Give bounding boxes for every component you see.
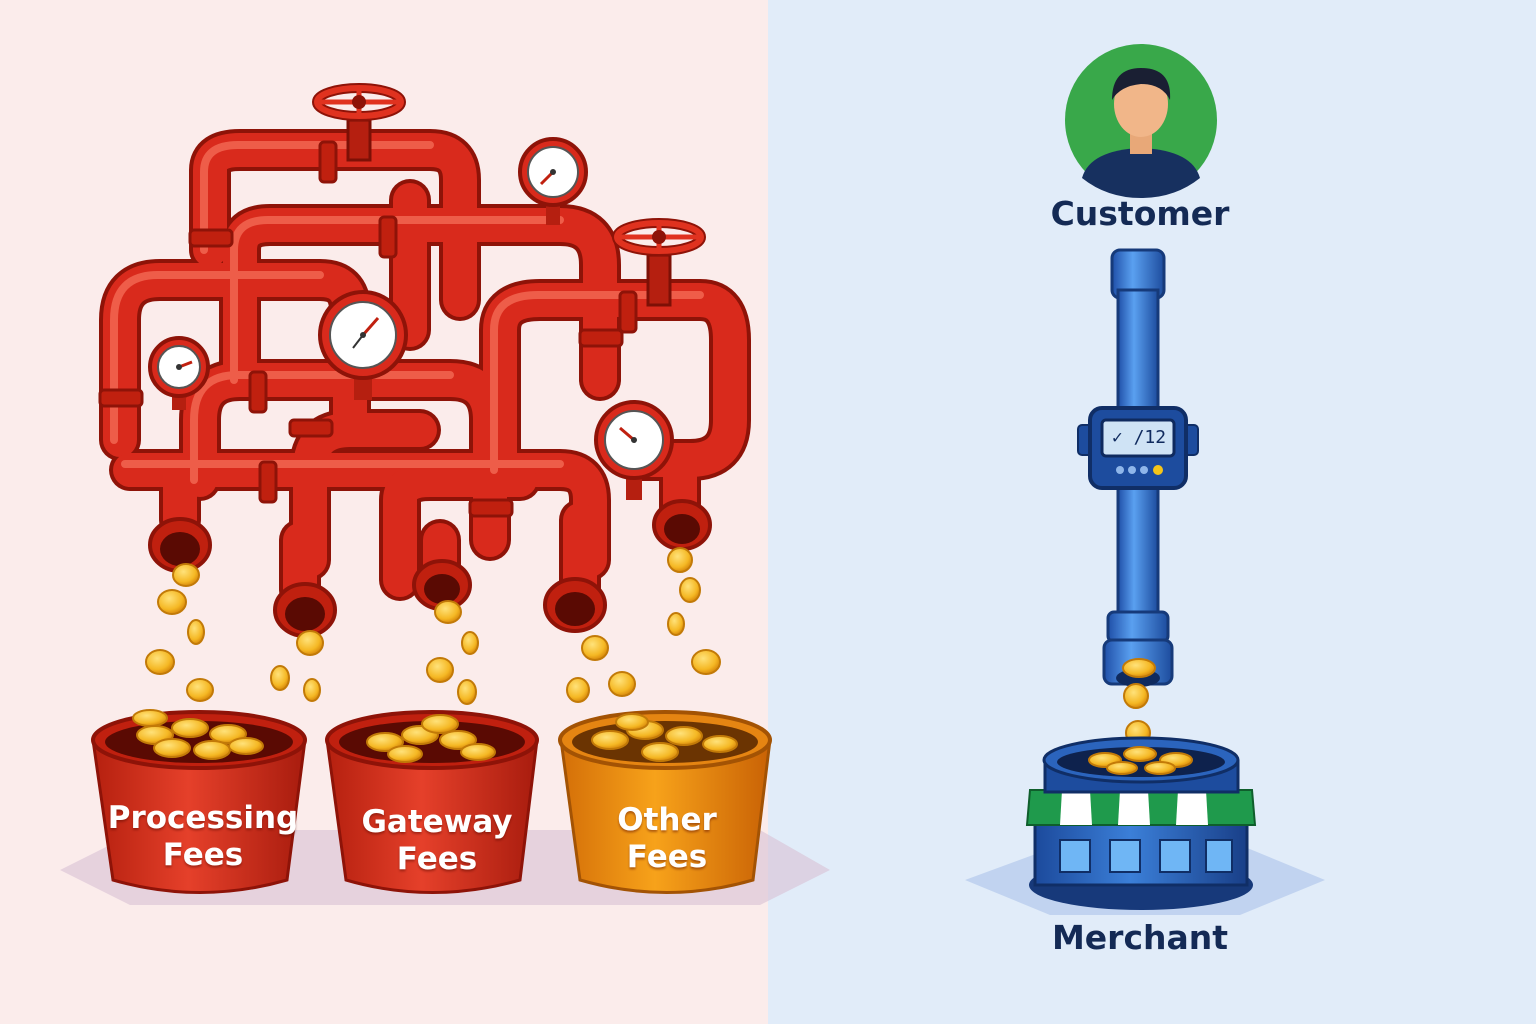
bucket-label-line1: Gateway bbox=[361, 804, 513, 840]
merchant-label: Merchant bbox=[1051, 918, 1229, 957]
valve-wheel-icon bbox=[312, 83, 406, 162]
meter-display-readout: ✓ /12 bbox=[1111, 427, 1167, 448]
pressure-gauge-icon bbox=[594, 400, 674, 500]
bucket-label-gateway: Gateway Fees bbox=[337, 804, 537, 878]
coin-icon bbox=[1122, 658, 1156, 746]
coin-icon bbox=[145, 547, 721, 705]
bucket-label-other: Other Fees bbox=[567, 802, 767, 876]
storefront-icon bbox=[1025, 736, 1257, 910]
valve-wheel-icon bbox=[612, 218, 706, 307]
bucket-label-line2: Fees bbox=[396, 841, 478, 877]
bucket-other-fees bbox=[558, 710, 772, 894]
pressure-gauge-icon bbox=[518, 137, 588, 225]
bucket-label-line2: Fees bbox=[626, 839, 708, 875]
bucket-label-line1: Processing bbox=[107, 800, 299, 836]
customer-label: Customer bbox=[1050, 194, 1230, 233]
flow-meter-icon bbox=[1077, 406, 1199, 490]
bucket-label-processing: Processing Fees bbox=[103, 800, 303, 874]
bucket-label-line2: Fees bbox=[162, 837, 244, 873]
bucket-gateway-fees bbox=[325, 710, 539, 894]
customer-avatar-icon bbox=[1065, 44, 1217, 198]
bucket-label-line1: Other bbox=[617, 802, 717, 838]
pressure-gauge-icon bbox=[148, 336, 210, 410]
pipe-outlets bbox=[148, 499, 712, 638]
bucket-processing-fees bbox=[91, 709, 307, 894]
pressure-gauge-icon bbox=[318, 290, 408, 400]
